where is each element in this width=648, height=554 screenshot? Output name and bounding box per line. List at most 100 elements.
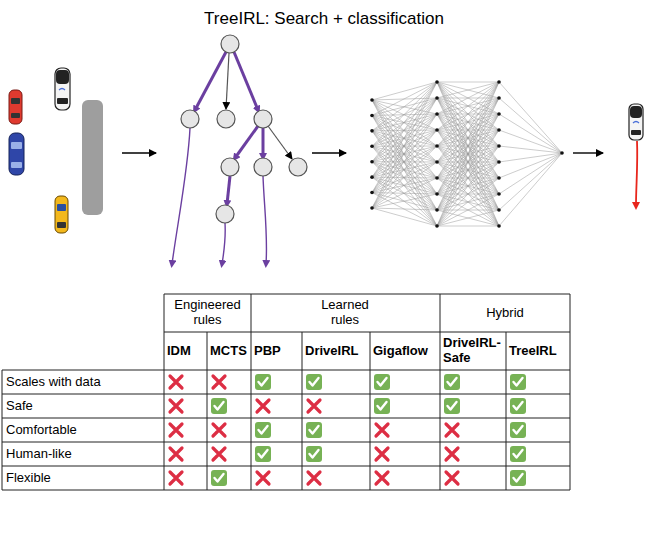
net-link (372, 82, 437, 100)
net-link (437, 114, 499, 226)
net-link (437, 82, 499, 178)
cross-mark (170, 448, 182, 460)
net-link (499, 98, 562, 153)
net-link (499, 153, 562, 226)
check-mark (259, 426, 268, 434)
check-mark (310, 426, 319, 434)
check-mark (448, 402, 457, 410)
net-link (372, 146, 437, 226)
cross-mark (446, 448, 458, 460)
net-neuron (435, 160, 439, 164)
cross-mark (213, 448, 225, 460)
net-link (437, 130, 499, 226)
check-mark (255, 446, 271, 462)
check-mark (510, 398, 526, 414)
cross-mark (308, 472, 320, 484)
check-mark (306, 446, 322, 462)
net-link (372, 194, 437, 208)
row-header: Comfortable (6, 423, 162, 438)
cross-mark (376, 472, 388, 484)
net-link (437, 194, 499, 226)
net-neuron (370, 98, 374, 102)
cross-mark (213, 376, 225, 388)
net-neuron (370, 160, 374, 164)
net-link (372, 162, 437, 208)
check-mark (306, 422, 322, 438)
cross-mark (446, 472, 458, 484)
net-link (499, 82, 562, 153)
net-neuron (435, 176, 439, 180)
net-link (372, 131, 437, 210)
cross-mark (170, 472, 182, 484)
net-link (372, 146, 437, 178)
column-header: DriveIRL-Safe (443, 336, 505, 366)
net-link (372, 100, 437, 210)
row-header: Flexible (6, 471, 162, 486)
net-link (372, 146, 437, 162)
check-mark (514, 378, 523, 386)
cross-mark (308, 400, 320, 412)
net-link (372, 82, 437, 208)
net-link (437, 98, 499, 226)
net-link (437, 82, 499, 114)
net-neuron (435, 192, 439, 196)
net-link (372, 178, 437, 208)
net-link (437, 82, 499, 210)
net-link (372, 208, 437, 210)
net-link (437, 82, 499, 83)
neural-network (370, 80, 564, 228)
check-mark (306, 374, 322, 390)
flow-arrow (312, 152, 346, 153)
output-car (629, 104, 643, 140)
column-header: DriveIRL (305, 344, 368, 359)
check-mark (374, 374, 390, 390)
net-neuron (435, 144, 439, 148)
net-link (372, 177, 437, 226)
net-link (437, 178, 499, 226)
net-neuron (435, 96, 439, 100)
cross-mark (213, 424, 225, 436)
row-header: Scales with data (6, 375, 162, 390)
net-neuron (435, 208, 439, 212)
net-link (372, 98, 437, 208)
net-link (372, 131, 437, 162)
barrier (82, 100, 103, 215)
net-link (437, 82, 499, 210)
net-link (437, 146, 499, 226)
net-link (437, 82, 499, 162)
cross-mark (446, 424, 458, 436)
check-mark (444, 374, 460, 390)
net-neuron (497, 80, 501, 84)
table-marks (170, 374, 526, 486)
net-link (437, 98, 499, 226)
net-link (437, 130, 499, 226)
flow-arrow (573, 152, 603, 153)
net-link (437, 82, 499, 162)
check-mark (378, 378, 387, 386)
net-link (499, 153, 562, 178)
net-neuron (497, 112, 501, 116)
net-link (499, 153, 562, 210)
net-neuron (370, 114, 374, 118)
cross-mark (170, 400, 182, 412)
net-neuron (497, 160, 501, 164)
row-header: Human-like (6, 447, 162, 462)
yellow-car (55, 196, 68, 233)
cross-mark (170, 376, 182, 388)
check-mark (255, 422, 271, 438)
output-trajectory (636, 141, 637, 206)
check-mark (211, 398, 227, 414)
net-link (437, 82, 499, 178)
net-neuron (497, 224, 501, 228)
red-car (9, 90, 22, 124)
net-neuron (435, 224, 439, 228)
net-neuron (497, 96, 501, 100)
net-neuron (435, 128, 439, 132)
flow-arrow (122, 152, 156, 153)
net-link (437, 82, 499, 146)
net-link (499, 153, 562, 162)
net-link (372, 208, 437, 226)
net-link (499, 153, 562, 194)
